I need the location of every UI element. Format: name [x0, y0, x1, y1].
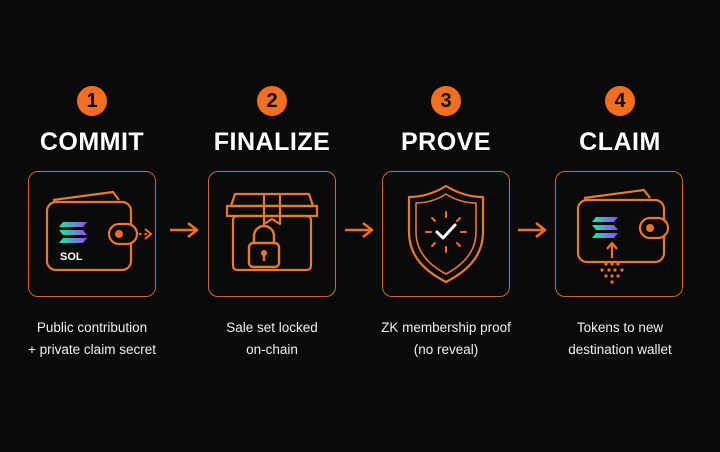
- wallet-sol-icon: SOL: [45, 190, 153, 272]
- step-finalize: 2 FINALIZE Sale set locked on-chain: [182, 0, 362, 452]
- step-description: Public contribution + private claim secr…: [28, 320, 156, 357]
- shield-check-icon: [407, 184, 485, 284]
- step-description: Tokens to new destination wallet: [568, 320, 672, 357]
- arrow-right-icon: [170, 221, 199, 239]
- step-description: Sale set locked on-chain: [226, 320, 318, 357]
- step-number: 1: [77, 86, 107, 116]
- arrow-right-icon: [345, 221, 374, 239]
- step-title: COMMIT: [39, 128, 145, 156]
- wallet-receive-icon: [576, 188, 670, 284]
- step-title: CLAIM: [579, 128, 661, 156]
- step-number: 2: [257, 86, 287, 116]
- locked-box-icon: [225, 192, 319, 272]
- step-title: FINALIZE: [213, 128, 331, 156]
- step-commit: 1 COMMIT SOL Publ: [2, 0, 182, 452]
- step-description: ZK membership proof (no reveal): [381, 320, 511, 357]
- arrow-right-icon: [518, 221, 547, 239]
- step-card: SOL: [28, 171, 156, 297]
- step-prove: 3 PROVE ZK membership proof (no reve: [356, 0, 536, 452]
- wallet-label: SOL: [60, 251, 83, 263]
- step-title: PROVE: [400, 128, 492, 156]
- step-number: 4: [605, 86, 635, 116]
- step-card: [208, 171, 336, 297]
- step-card: [382, 171, 510, 297]
- step-card: [555, 171, 683, 297]
- step-claim: 4 CLAIM: [530, 0, 710, 452]
- step-number: 3: [431, 86, 461, 116]
